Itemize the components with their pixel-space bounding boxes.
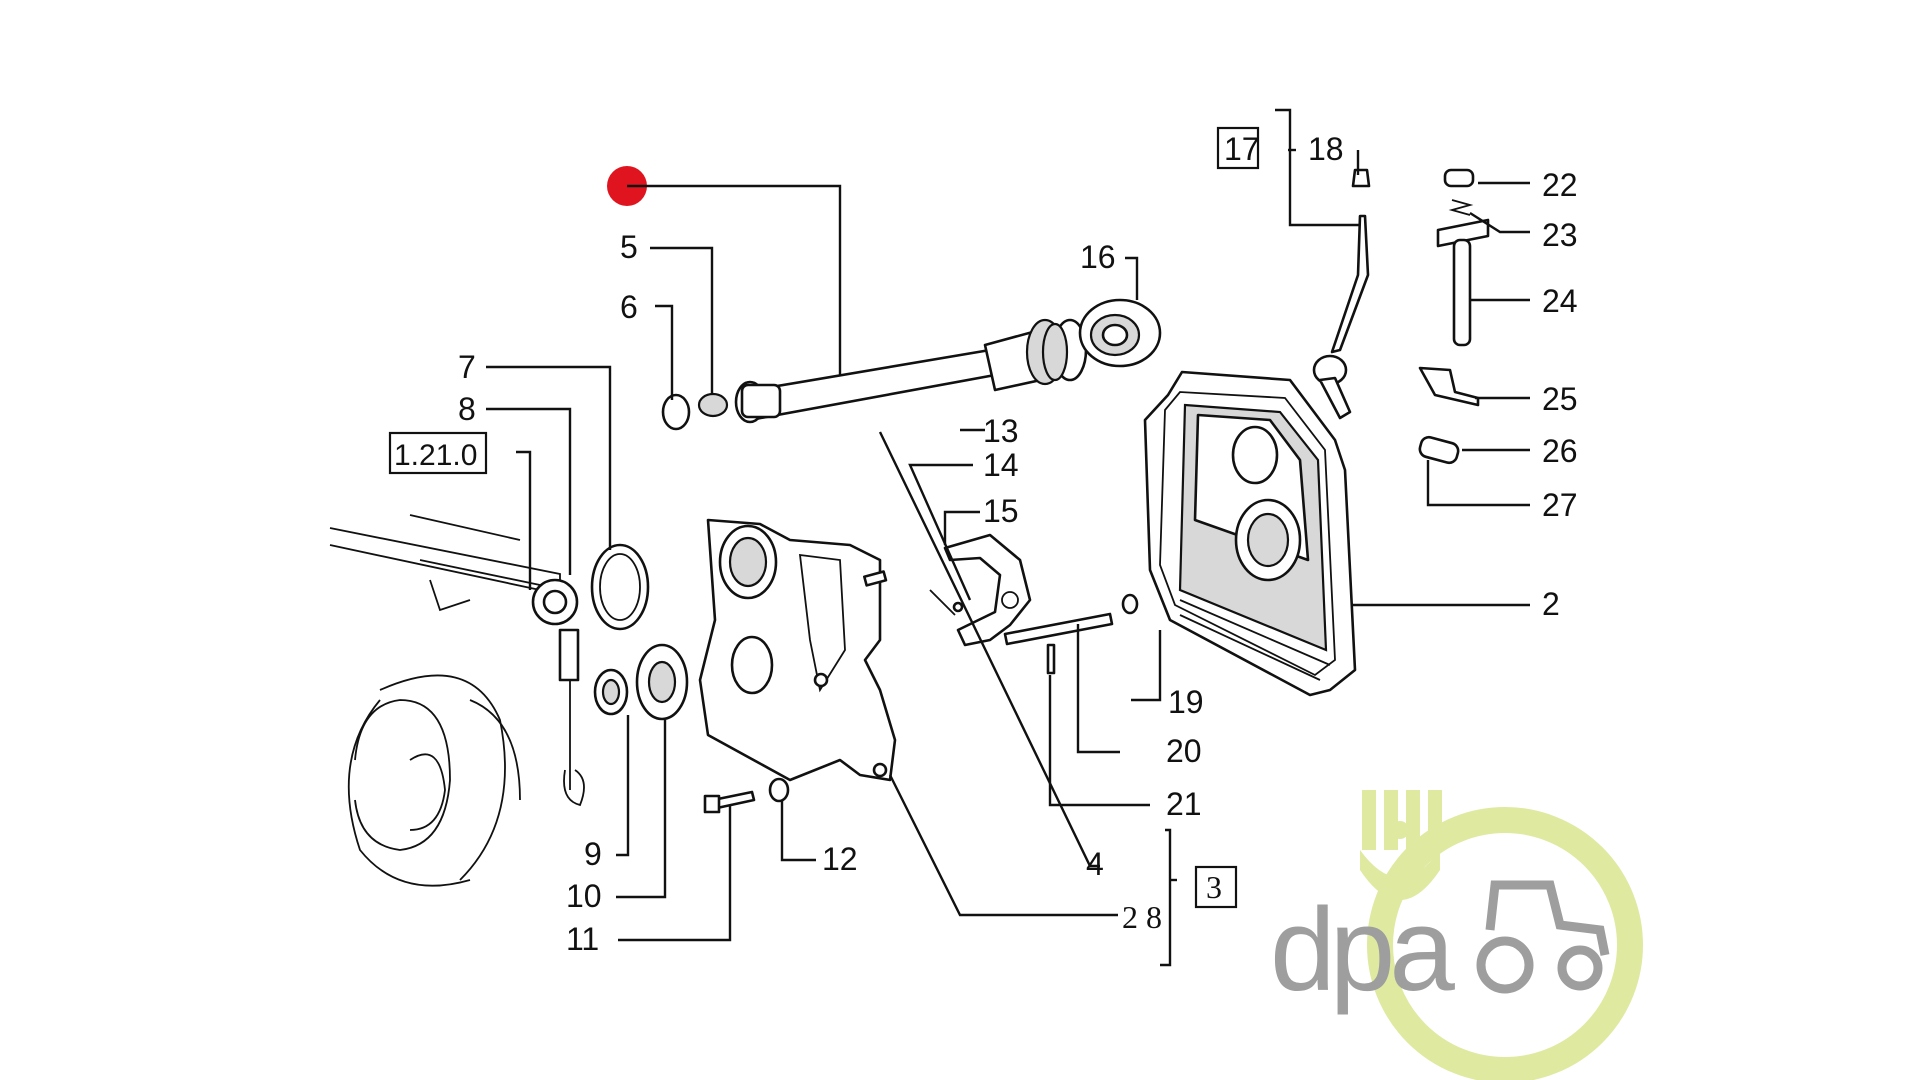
main-shaft-assembly (734, 318, 1088, 424)
rear-cover-2 (1143, 370, 1357, 697)
callout-24: 24 (1542, 283, 1578, 319)
plunger-24 (1452, 238, 1472, 347)
roll-pin-21 (1046, 643, 1056, 675)
bearing-16 (1078, 298, 1162, 368)
callout-1-21-0: 1.21.0 (394, 439, 477, 472)
circlip-6 (661, 393, 691, 431)
dpa-logo: dpa (1270, 790, 1643, 1080)
callout-12: 12 (822, 841, 858, 877)
callout-28: 2 8 (1122, 899, 1162, 935)
callout-3: 3 (1206, 869, 1222, 905)
callout-14: 14 (983, 447, 1019, 483)
callout-18: 18 (1308, 131, 1344, 167)
callout-box-1-21-0 (388, 431, 488, 475)
callout-26: 26 (1542, 433, 1578, 469)
logo-text: dpa (1270, 884, 1455, 1016)
gear-lever-17 (1312, 214, 1370, 420)
callout-19: 19 (1168, 684, 1204, 720)
callout-23: 23 (1542, 217, 1578, 253)
washer-19 (1121, 593, 1139, 615)
callout-17: 17 (1224, 131, 1260, 167)
callout-11: 11 (566, 921, 599, 957)
callout-27: 27 (1542, 487, 1578, 523)
callout-4: 4 (1086, 846, 1104, 882)
dowel-pin-4 (863, 570, 888, 587)
callout-15: 15 (983, 493, 1019, 529)
pin-26-27 (1418, 435, 1460, 465)
detent-25 (1418, 366, 1480, 407)
callout-8: 8 (458, 391, 476, 427)
cap-22 (1443, 168, 1475, 188)
callout-21: 21 (1166, 786, 1202, 822)
tractor-gear-icon (1476, 880, 1610, 994)
shift-fork-15 (943, 533, 1032, 647)
callout-box-3 (1194, 865, 1238, 909)
leader-lines (486, 108, 1530, 967)
spring-14 (929, 589, 964, 616)
callout-7: 7 (458, 349, 476, 385)
shift-rod-20 (1003, 612, 1114, 646)
nut-12 (768, 777, 790, 803)
callout-13: 13 (983, 413, 1019, 449)
leader-marker (627, 184, 842, 375)
bearing-10 (635, 643, 689, 721)
callout-20: 20 (1166, 733, 1202, 769)
callout-labels: 2 3 4 5 6 7 8 9 10 11 12 13 14 15 16 17 … (394, 131, 1578, 957)
callout-2: 2 (1542, 586, 1560, 622)
callout-box-17 (1216, 126, 1260, 170)
seal-9 (593, 668, 629, 716)
callout-9: 9 (584, 836, 602, 872)
spring-23 (1436, 199, 1490, 248)
callout-6: 6 (620, 289, 638, 325)
bolt-11 (703, 790, 756, 814)
engine-housing-flywheel (329, 514, 585, 887)
callout-5: 5 (620, 229, 638, 265)
callout-25: 25 (1542, 381, 1578, 417)
callout-22: 22 (1542, 167, 1578, 203)
gear-cover-plate-28 (698, 518, 897, 782)
knob-18 (1351, 168, 1371, 188)
snap-ring-7 (590, 543, 650, 631)
callout-10: 10 (566, 878, 602, 914)
spring-5 (697, 392, 729, 418)
callout-16: 16 (1080, 239, 1116, 275)
